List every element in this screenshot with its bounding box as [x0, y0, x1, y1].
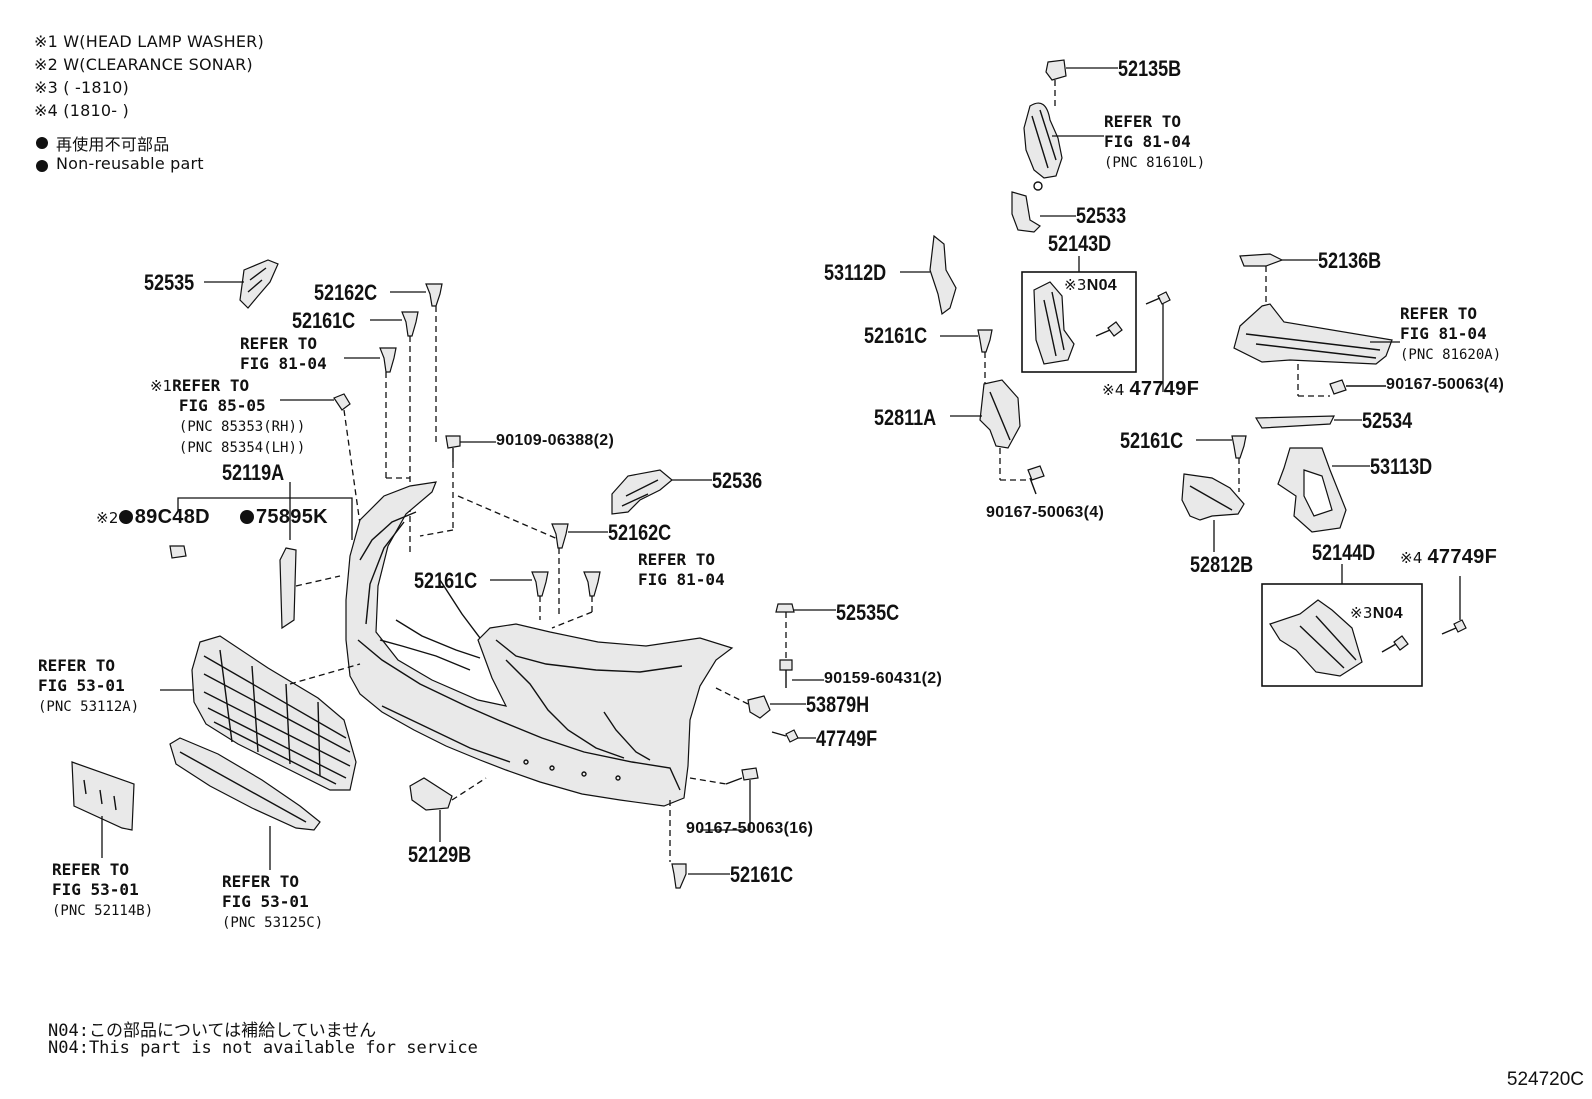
part-number-52129b[interactable]: 52129B: [408, 842, 472, 867]
clip-52162c-1-illustration: [425, 283, 443, 307]
part-number-52161c-r1[interactable]: 52161C: [864, 323, 928, 348]
bracket-52144d-box: [1261, 564, 1423, 687]
tow-hook-cover-52129b-illustration: [409, 777, 453, 811]
part-number-52143d[interactable]: 52143D: [1048, 231, 1112, 256]
part-number-52119a[interactable]: 52119A: [222, 460, 285, 485]
screw-47749f-r2-illustration: [1441, 619, 1467, 635]
reference-fig-81-04-b[interactable]: REFER TO FIG 81-04: [638, 550, 725, 589]
clip-52161c-2-illustration: [531, 571, 549, 597]
headlamp-assembly-illustration: [1023, 102, 1063, 191]
part-number-52811a[interactable]: 52811A: [874, 405, 937, 430]
part-number-52144d[interactable]: 52144D: [1312, 540, 1376, 565]
part-number-47749f-3[interactable]: 47749F: [816, 726, 878, 751]
note-clearance-sonar: ※2 W(CLEARANCE SONAR): [34, 55, 253, 74]
clip-52161c-3-illustration: [671, 863, 687, 889]
figure-code: 524720C: [1506, 1069, 1584, 1090]
part-number-53113d[interactable]: 53113D: [1370, 454, 1433, 479]
part-number-90167-16[interactable]: 90167-50063(16): [686, 820, 814, 837]
part-number-n04-1[interactable]: ※3N04: [1064, 276, 1117, 294]
part-number-52161c-1[interactable]: 52161C: [292, 308, 356, 333]
license-plate-bracket-52114b-illustration: [71, 761, 135, 831]
reference-fig-85-05[interactable]: ※1REFER TO FIG 85-05 (PNC 85353(RH)) (PN…: [150, 376, 306, 456]
note-after-1810: ※4 (1810- ): [34, 101, 129, 120]
clip-81-04-a-illustration: [379, 347, 397, 373]
part-number-52161c-r2[interactable]: 52161C: [1120, 428, 1184, 453]
part-number-53112d[interactable]: 53112D: [824, 260, 887, 285]
part-number-52533[interactable]: 52533: [1076, 203, 1127, 228]
part-number-90109[interactable]: 90109-06388(2): [496, 432, 615, 449]
part-number-52162c-1[interactable]: 52162C: [314, 280, 378, 305]
clip-52161c-r2-illustration: [1231, 435, 1247, 459]
clip-52161c-1-illustration: [401, 311, 419, 337]
footer-note-en: N04:This part is not available for servi…: [48, 1038, 478, 1058]
part-number-47749f-r1[interactable]: ※4 47749F: [1102, 378, 1200, 400]
reference-fig-53-01-52114b[interactable]: REFER TO FIG 53-01 (PNC 52114B): [52, 860, 154, 919]
note-head-lamp-washer: ※1 W(HEAD LAMP WASHER): [34, 32, 264, 51]
bracket-52811a-illustration: [979, 379, 1021, 449]
part-number-90167-r2[interactable]: 90167-50063(4): [1386, 376, 1505, 393]
bolt-90167-16-illustration: [725, 767, 759, 785]
non-reusable-bullet-icon: [36, 137, 48, 149]
part-number-52161c-3[interactable]: 52161C: [730, 862, 794, 887]
part-number-52535c[interactable]: 52535C: [836, 600, 900, 625]
part-number-90167-r1[interactable]: 90167-50063(4): [986, 504, 1105, 521]
screw-n04-1-illustration: [1095, 321, 1123, 337]
sonar-sensor-89c48d-illustration: [169, 545, 187, 559]
radiator-grille-53112a-illustration: [191, 635, 357, 791]
reference-fig-53-01-53125c[interactable]: REFER TO FIG 53-01 (PNC 53125C): [222, 872, 324, 931]
screw-47749f-3-illustration: [771, 729, 799, 743]
part-number-52812b[interactable]: 52812B: [1190, 552, 1254, 577]
part-number-52162c-2[interactable]: 52162C: [608, 520, 672, 545]
part-number-52534[interactable]: 52534: [1362, 408, 1413, 433]
headlamp-81620a-illustration: [1233, 303, 1393, 365]
part-number-52535[interactable]: 52535: [144, 270, 195, 295]
front-bumper-cover-52119a-illustration: [345, 481, 734, 807]
screw-47749f-r1-illustration: [1145, 291, 1171, 305]
bolt-90167-r2-illustration: [1329, 379, 1386, 395]
non-reusable-bullet-icon: [36, 160, 48, 172]
reference-fig-81-04-81620a[interactable]: REFER TO FIG 81-04 (PNC 81620A): [1400, 304, 1502, 363]
bolt-90109-illustration: [445, 435, 461, 462]
screw-n04-2-illustration: [1381, 635, 1409, 653]
part-number-47749f-r2[interactable]: ※4 47749F: [1400, 546, 1498, 568]
part-number-75895k[interactable]: 75895K: [240, 506, 328, 529]
part-number-90159[interactable]: 90159-60431(2): [824, 670, 943, 687]
bolt-90159-illustration: [779, 659, 793, 688]
headlamp-bracket-53112d-illustration: [929, 234, 957, 316]
part-number-n04-2[interactable]: ※3N04: [1350, 604, 1403, 622]
part-number-52536[interactable]: 52536: [712, 468, 763, 493]
washer-nozzle-illustration: [333, 393, 351, 411]
clip-81-04-b-illustration: [583, 571, 601, 597]
bracket-52536-illustration: [611, 469, 673, 515]
bolt-90167-r1-illustration: [1027, 465, 1045, 495]
clip-52535c-illustration: [775, 603, 795, 613]
note-before-1810: ※3 ( -1810): [34, 78, 129, 97]
part-number-52135b[interactable]: 52135B: [1118, 56, 1182, 81]
bracket-52143d-box: [1021, 256, 1137, 373]
clip-52161c-r1-illustration: [977, 329, 993, 353]
reference-fig-53-01-53112a[interactable]: REFER TO FIG 53-01 (PNC 53112A): [38, 656, 140, 715]
bracket-52533-illustration: [1011, 191, 1041, 233]
clip-52162c-2-illustration: [551, 523, 569, 549]
part-number-53879h[interactable]: 53879H: [806, 692, 870, 717]
note-non-reusable-jp: 再使用不可部品: [56, 135, 170, 154]
part-number-52161c-2[interactable]: 52161C: [414, 568, 478, 593]
retainer-52135b-illustration: [1045, 59, 1067, 81]
note-non-reusable-en: Non-reusable part: [56, 154, 204, 173]
bracket-52535-illustration: [239, 259, 279, 309]
bracket-53113d-illustration: [1277, 447, 1347, 533]
emblem-75895k-illustration: [279, 547, 297, 630]
reference-fig-81-04-81610l[interactable]: REFER TO FIG 81-04 (PNC 81610L): [1104, 112, 1206, 171]
bracket-52534-illustration: [1254, 415, 1335, 429]
retainer-52136b-illustration: [1239, 253, 1284, 267]
footer-note-jp: N04:この部品については補給していません: [48, 1021, 377, 1041]
bracket-53879h-illustration: [747, 695, 771, 719]
reference-fig-81-04-a[interactable]: REFER TO FIG 81-04: [240, 334, 327, 373]
part-number-52136b[interactable]: 52136B: [1318, 248, 1382, 273]
bracket-52812b-illustration: [1181, 473, 1245, 521]
lower-garnish-53125c-illustration: [169, 737, 321, 831]
